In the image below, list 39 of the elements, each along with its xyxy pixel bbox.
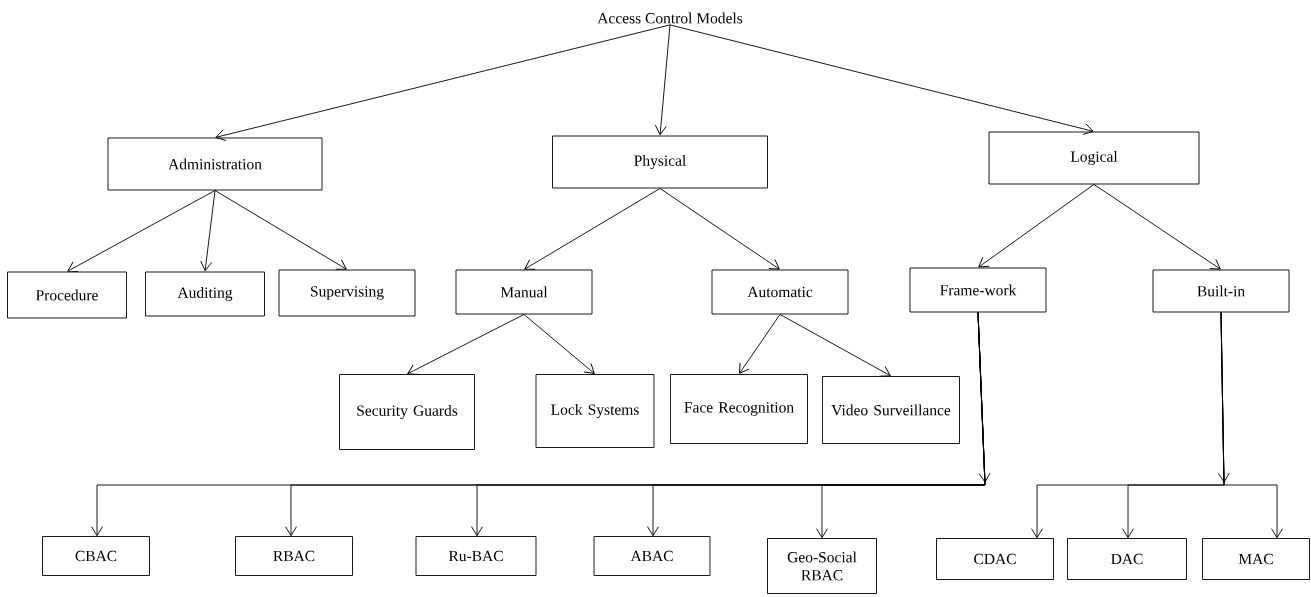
arrow [654, 24, 671, 136]
category-box: Logical [988, 131, 1200, 185]
arrow [669, 24, 1094, 135]
arrow [978, 184, 1095, 268]
category-box: Security Guards [339, 374, 475, 450]
arrow [67, 190, 216, 273]
category-box: CBAC [42, 536, 150, 576]
arrow [214, 190, 347, 270]
category-box: Administration [107, 137, 323, 191]
category-box: Manual [455, 269, 593, 315]
arrow [200, 190, 216, 272]
arrow [779, 314, 891, 377]
category-box: Geo-Social RBAC [767, 538, 877, 594]
category-box: Physical [552, 135, 768, 189]
arrow [523, 314, 595, 374]
category-box: MAC [1202, 538, 1310, 580]
category-box: Built-in [1152, 269, 1290, 313]
category-box: Automatic [711, 269, 849, 315]
arrow [1220, 312, 1283, 539]
category-box: Supervising [278, 269, 416, 317]
category-box: DAC [1067, 538, 1187, 580]
category-box: ABAC [593, 536, 711, 576]
category-box: CDAC [936, 538, 1054, 580]
arrow [524, 188, 661, 270]
title-text: Access Control Models [597, 12, 743, 24]
arrow [407, 314, 525, 375]
arrow [739, 314, 781, 374]
arrow [659, 188, 780, 270]
category-box: Lock Systems [535, 374, 655, 448]
arrow [1093, 184, 1221, 270]
category-box: Procedure [7, 271, 127, 319]
category-box: Video Surveillance [822, 376, 960, 444]
arrow [215, 24, 671, 141]
category-box: Auditing [145, 271, 265, 317]
category-box: RBAC [235, 536, 353, 576]
category-box: Frame-work [909, 267, 1047, 313]
category-box: Ru-BAC [415, 536, 537, 576]
category-box: Face Recognition [670, 374, 808, 444]
arrow [816, 312, 986, 539]
